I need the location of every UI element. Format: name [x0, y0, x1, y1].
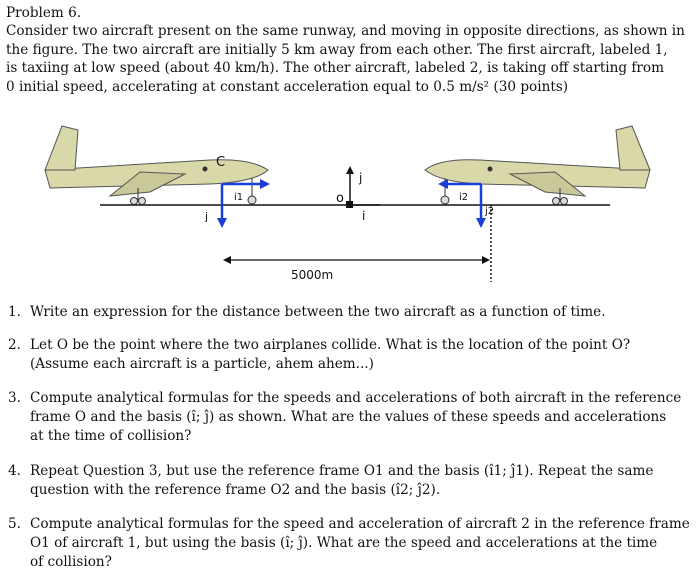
runway-figure: C j i1 o j i i2 j2 5000m: [44, 125, 651, 282]
question-number: 3.: [8, 390, 21, 406]
distance-label: 5000m: [291, 268, 333, 282]
question-number: 1.: [8, 304, 21, 320]
question-line: question with the reference frame O2 and…: [30, 482, 441, 498]
question-number: 2.: [8, 337, 21, 353]
question-line: (Assume each aircraft is a particle, ahe…: [30, 356, 374, 372]
intro-line: 0 initial speed, accelerating at constan…: [6, 78, 569, 95]
question-4: 4. Repeat Question 3, but use the refere…: [8, 462, 693, 500]
label-j-left: j: [204, 210, 208, 223]
question-line: Let O be the point where the two airplan…: [30, 337, 631, 353]
question-2: 2. Let O be the point where the two airp…: [8, 336, 693, 374]
question-line: Repeat Question 3, but use the reference…: [30, 463, 654, 479]
question-number: 5.: [8, 516, 21, 532]
question-5: 5. Compute analytical formulas for the s…: [8, 515, 693, 572]
question-line: Compute analytical formulas for the spee…: [30, 516, 690, 532]
label-i: i: [362, 209, 365, 223]
question-line: Write an expression for the distance bet…: [30, 304, 606, 320]
question-1: 1. Write an expression for the distance …: [8, 303, 693, 322]
label-i2: i2: [459, 192, 468, 203]
question-line: O1 of aircraft 1, but using the basis (î…: [30, 535, 658, 551]
problem-intro: Consider two aircraft present on the sam…: [6, 22, 696, 96]
label-j2: j2: [484, 206, 494, 217]
label-i1: i1: [234, 192, 243, 203]
label-o: o: [336, 191, 344, 206]
intro-line: Consider two aircraft present on the sam…: [6, 23, 685, 39]
question-line: of collision?: [30, 554, 112, 570]
aircraft-1: [44, 125, 269, 205]
intro-line: the figure. The two aircraft are initial…: [6, 41, 668, 58]
question-number: 4.: [8, 463, 21, 479]
aircraft-2: [424, 125, 651, 205]
label-c: C: [216, 155, 225, 170]
label-j: j: [358, 171, 362, 185]
problem-title: Problem 6.: [6, 5, 82, 21]
question-line: at the time of collision?: [30, 428, 192, 444]
question-line: frame O and the basis (î; ĵ) as shown. W…: [30, 409, 667, 425]
question-3: 3. Compute analytical formulas for the s…: [8, 389, 693, 446]
question-line: Compute analytical formulas for the spee…: [30, 390, 682, 406]
intro-line: is taxiing at low speed (about 40 km/h).…: [6, 60, 665, 76]
